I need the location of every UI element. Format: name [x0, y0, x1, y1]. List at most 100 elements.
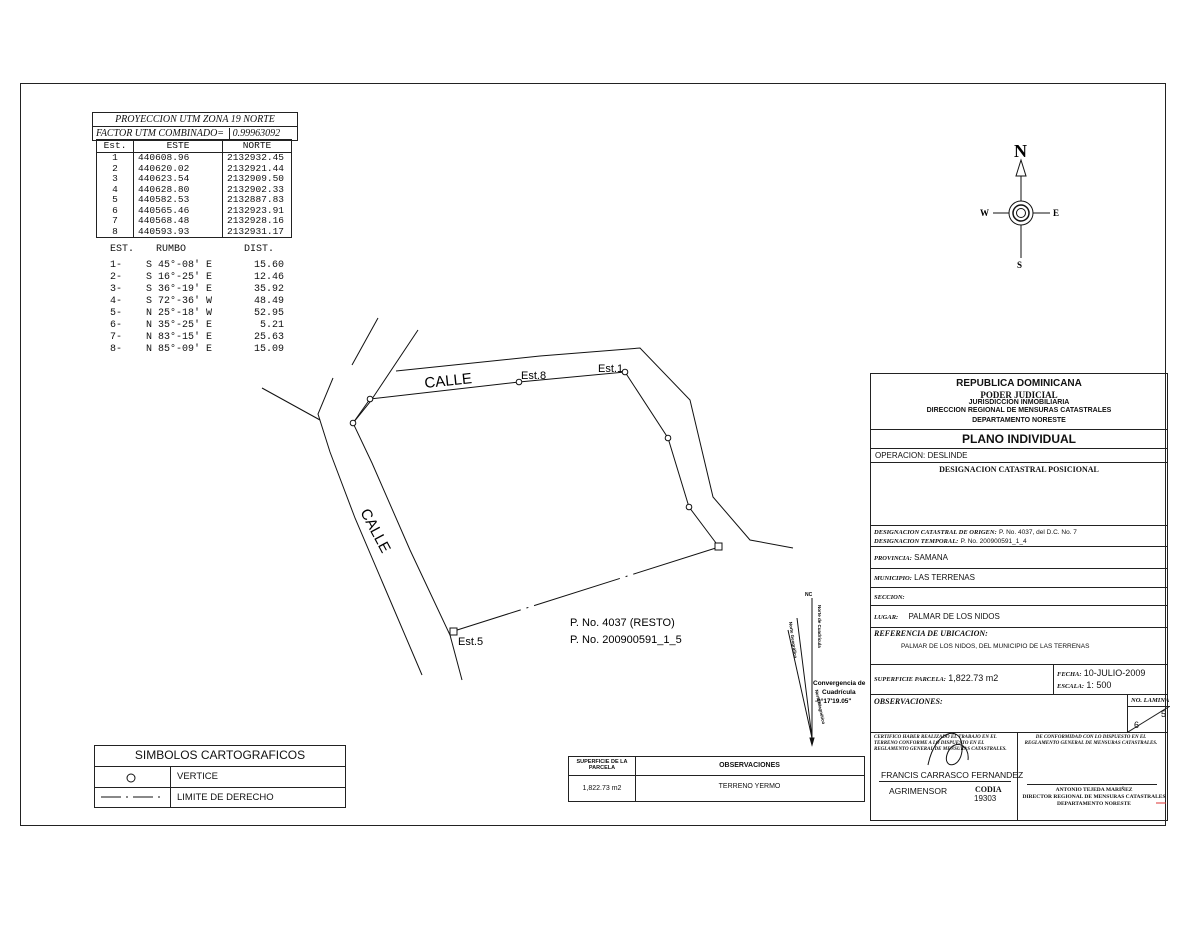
utm-projection: PROYECCION UTM ZONA 19 NORTE	[93, 113, 297, 127]
bearing-header-est: EST.	[110, 244, 135, 255]
tb-temporal: DESIGNACION TEMPORAL: P. No. 200900591_1…	[874, 536, 1027, 545]
symbols-vertice: VERTICE	[177, 771, 219, 782]
bearing-row: 7- N 83°-15' E 25.63	[110, 332, 294, 344]
est8-label: Est.8	[521, 370, 546, 382]
convergence-l1: Convergencia de	[813, 680, 866, 687]
tb-fecha-label: FECHA:	[1057, 671, 1082, 678]
bearing-rumbo: S 45°-08' E	[146, 260, 213, 271]
parcel-boundary	[453, 546, 720, 632]
tb-escala-label: ESCALA:	[1057, 683, 1085, 690]
obs-obs-label: OBSERVACIONES	[719, 762, 780, 769]
bearing-dist: 25.63	[253, 332, 284, 343]
tb-lamina-label: No. LAMINA	[1131, 697, 1170, 704]
tb-plano: PLANO INDIVIDUAL	[962, 432, 1076, 446]
tb-lamina-box: No. LAMINA 5 6	[1127, 694, 1170, 732]
vertex-marker	[621, 368, 629, 376]
utm-factor-label: FACTOR UTM COMBINADO=	[96, 128, 225, 139]
street-label-top: CALLE	[424, 370, 473, 392]
tb-lugar-label: LUGAR:	[874, 614, 899, 621]
tb-departamento: DEPARTAMENTO NORESTE	[972, 417, 1066, 424]
coord-norte: 2132909.50	[222, 173, 292, 185]
tb-codia-label: CODIA	[975, 785, 1002, 794]
title-block: REPUBLICA DOMINICANA PODER JUDICIAL JURI…	[870, 373, 1170, 821]
bearing-est: 6-	[110, 320, 123, 331]
bearing-header-rumbo: RUMBO	[156, 244, 187, 255]
tb-jurisdiccion: JURISDICCION INMOBILIARIA	[968, 399, 1070, 406]
utm-factor: FACTOR UTM COMBINADO= 0.99963092	[93, 127, 297, 140]
north-geo-label: Norte Geográfico	[788, 621, 798, 658]
street-edge	[351, 317, 379, 366]
tb-lugar: LUGAR: PALMAR DE LOS NIDOS	[874, 612, 1000, 621]
bearing-dist: 15.60	[253, 260, 284, 271]
observations-box: SUPERFICIE DE LA PARCELA OBSERVACIONES 1…	[568, 756, 865, 802]
tb-superficie-label: SUPERFICIE PARCELA:	[874, 676, 946, 683]
utm-factor-value: 0.99963092	[228, 128, 281, 139]
tb-origen-value: P. No. 4037, del D.C. No. 7	[998, 529, 1077, 536]
coord-norte: 2132923.91	[222, 205, 292, 216]
nc-label: NC	[805, 592, 813, 598]
street-edge	[395, 347, 794, 549]
plan-frame	[20, 83, 1166, 826]
tb-municipio: MUNICIPIO: LAS TERRENAS	[874, 573, 975, 582]
bearings-table: EST. RUMBO DIST. 1- S 45°-08' E 15.60 2- S 1…	[110, 244, 294, 356]
tb-observaciones-label: OBSERVACIONES:	[874, 697, 943, 706]
tb-referencia-label: REFERENCIA DE UBICACION:	[874, 629, 988, 638]
tb-lamina-total: 6	[1134, 720, 1140, 730]
coord-norte: 2132928.16	[222, 215, 292, 227]
tb-operacion: OPERACION: DESLINDE	[875, 451, 968, 460]
vertex-marker	[685, 503, 693, 511]
convergence-l2: Cuadrícula	[822, 689, 856, 696]
compass-e: E	[1053, 208, 1059, 218]
vertex-marker	[366, 395, 374, 403]
vertex-marker	[449, 627, 458, 636]
obs-sup-value: 1,822.73 m2	[582, 785, 622, 792]
coord-norte: 2132921.44	[222, 163, 292, 174]
boundary-symbol-icon	[101, 796, 163, 798]
bearing-est: 7-	[110, 332, 123, 343]
tb-escala-value: 1: 500	[1086, 680, 1112, 690]
coord-header-norte: NORTE	[222, 139, 292, 153]
coord-norte: 2132902.33	[222, 184, 292, 195]
parcel-label-1: P. No. 4037 (RESTO)	[570, 617, 675, 629]
coord-header-este: ESTE	[133, 139, 223, 153]
bearing-rumbo: N 83°-15' E	[146, 332, 213, 343]
bearing-est: 2-	[110, 272, 123, 283]
tb-cert-left: Certifico haber realizado el trabajo en …	[874, 735, 1007, 752]
obs-obs-value: TERRENO YERMO	[718, 783, 781, 790]
bearing-rumbo: S 16°-25' E	[146, 272, 213, 283]
est5-label: Est.5	[458, 636, 483, 648]
tb-provincia-label: PROVINCIA:	[874, 555, 912, 562]
vertex-marker	[714, 542, 723, 551]
compass-s: S	[1017, 260, 1022, 270]
tb-escala: ESCALA: 1: 500	[1057, 680, 1111, 690]
tb-provincia-value: SAMANA	[914, 553, 948, 562]
vertex-marker	[349, 419, 357, 427]
coord-norte: 2132931.17	[222, 226, 292, 238]
bearing-rumbo: N 35°-25' E	[146, 320, 213, 331]
bearing-rumbo: N 85°-09' E	[146, 344, 213, 355]
bearing-est: 5-	[110, 308, 123, 319]
tb-director-name: ANTONIO TEJEDA MARIÑEZ	[1055, 787, 1133, 793]
bearing-rumbo: N 25°-18' W	[146, 308, 213, 319]
bearing-est: 1-	[110, 260, 123, 271]
tb-cert-right: De conformidad con lo dispuesto en el Re…	[1024, 735, 1158, 746]
tb-superficie: SUPERFICIE PARCELA: 1,822.73 m2	[874, 673, 998, 683]
tb-municipio-value: LAS TERRENAS	[914, 573, 975, 582]
tb-direccion: DIRECCION REGIONAL DE MENSURAS CATASTRAL…	[926, 407, 1112, 414]
symbols-limite: LIMITE DE DERECHO	[177, 792, 274, 803]
signature-mark	[927, 732, 969, 766]
bearing-header-dist: DIST.	[244, 244, 275, 255]
tb-republic: REPUBLICA DOMINICANA	[956, 378, 1082, 389]
bearing-est: 3-	[110, 284, 123, 295]
street-edge	[261, 387, 321, 421]
coord-norte: 2132932.45	[222, 152, 292, 164]
